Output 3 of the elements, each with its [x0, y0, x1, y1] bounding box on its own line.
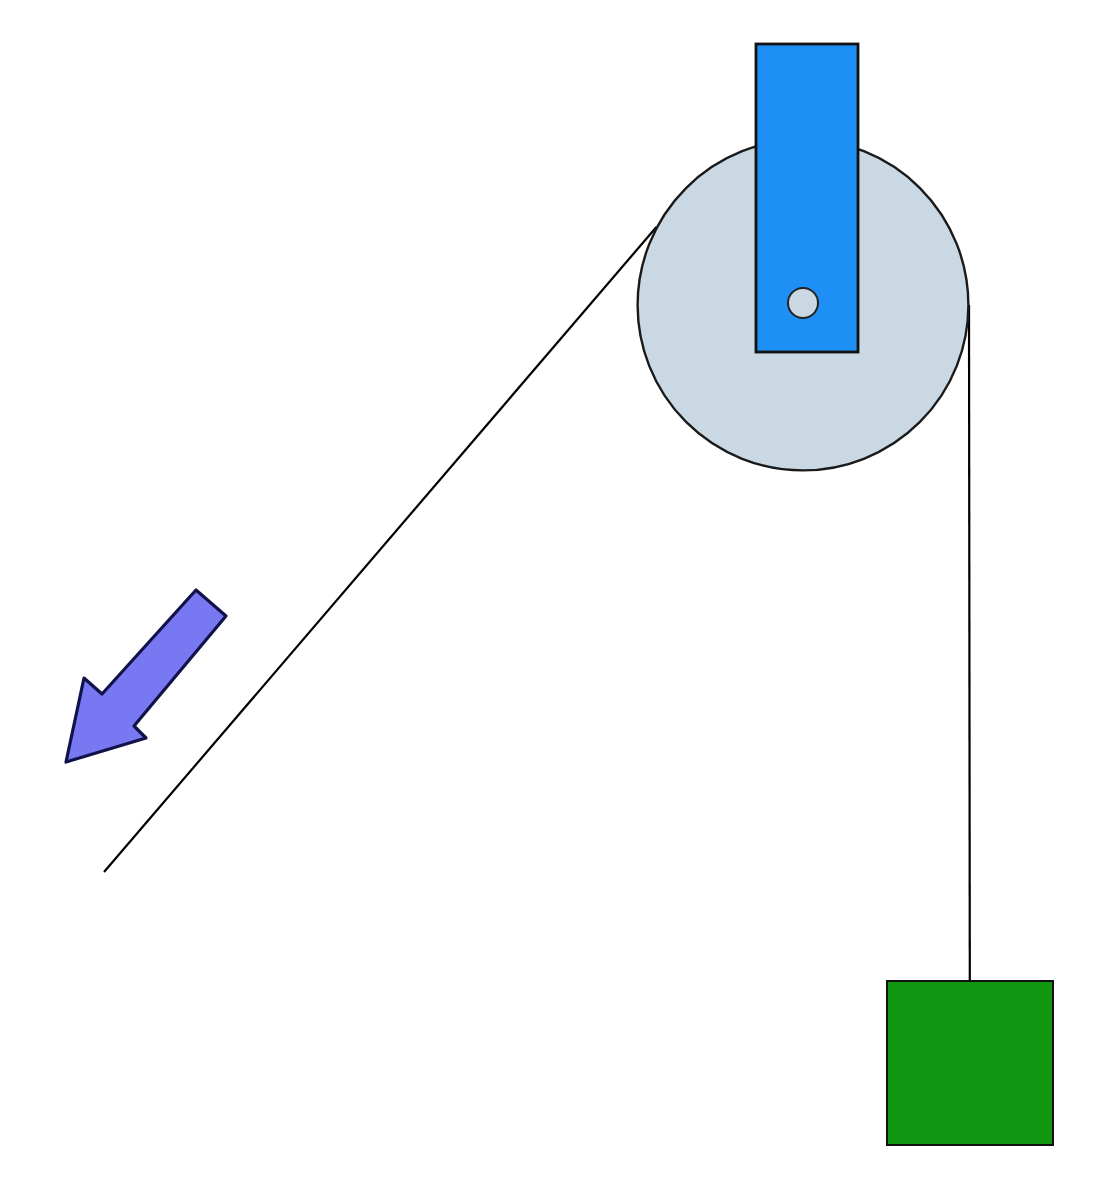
- rope: [103, 226, 658, 873]
- rope: [967, 305, 971, 980]
- hanging-weight: [886, 980, 1054, 1146]
